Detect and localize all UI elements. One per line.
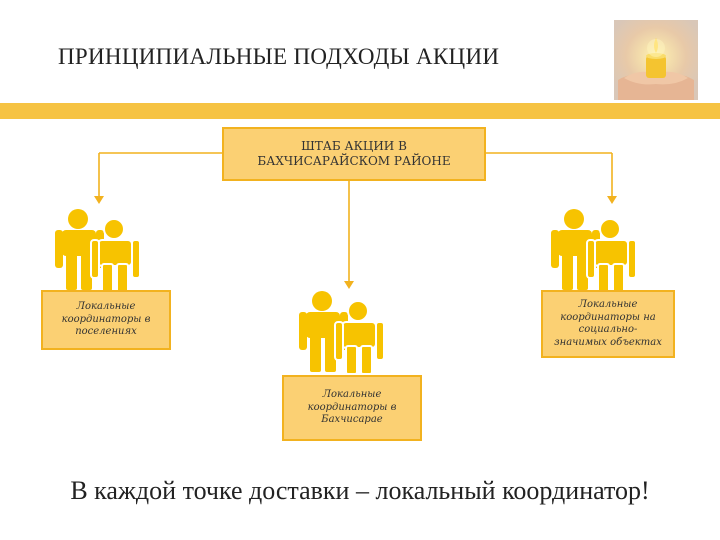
page-title: ПРИНЦИПИАЛЬНЫЕ ПОДХОДЫ АКЦИИ: [58, 44, 500, 69]
bakhchisaray-line-1: Локальные: [322, 389, 382, 401]
people-group-icon-left: [55, 209, 141, 292]
bakhchisaray-coordinators-box: Локальные координаторы в Бахчисарае: [282, 375, 422, 441]
hq-line-2: БАХЧИСАРАЙСКОМ РАЙОНЕ: [257, 154, 451, 168]
settlements-line-1: Локальные: [76, 301, 136, 313]
social-line-3: социально-: [578, 324, 638, 335]
people-group-icon-center: [299, 291, 385, 374]
bakhchisaray-line-2: координаторы в: [307, 401, 397, 413]
candle-hands-image: [614, 20, 698, 100]
settlements-coordinators-box: Локальные координаторы в поселениях: [41, 290, 171, 350]
social-objects-coordinators-box: Локальные координаторы на социально- зна…: [541, 290, 675, 358]
candle-hands-icon: [614, 20, 698, 100]
settlements-line-2: координаторы в: [61, 313, 151, 325]
hq-line-1: ШТАБ АКЦИИ В: [301, 139, 407, 153]
hq-box: ШТАБ АКЦИИ В БАХЧИСАРАЙСКОМ РАЙОНЕ: [222, 127, 486, 181]
arrowhead-center: [344, 281, 354, 289]
arrowhead-left: [94, 196, 104, 204]
settlements-line-3: поселениях: [75, 326, 137, 338]
bakhchisaray-line-3: Бахчисарае: [321, 414, 383, 426]
arrowhead-right: [607, 196, 617, 204]
social-line-1: Локальные: [578, 299, 638, 310]
people-group-icon-right: [551, 209, 637, 292]
social-line-4: значимых объектах: [554, 336, 662, 348]
accent-band: [0, 103, 720, 119]
footer-slogan: В каждой точке доставки – локальный коор…: [70, 476, 650, 505]
social-line-2: координаторы на: [560, 311, 656, 323]
